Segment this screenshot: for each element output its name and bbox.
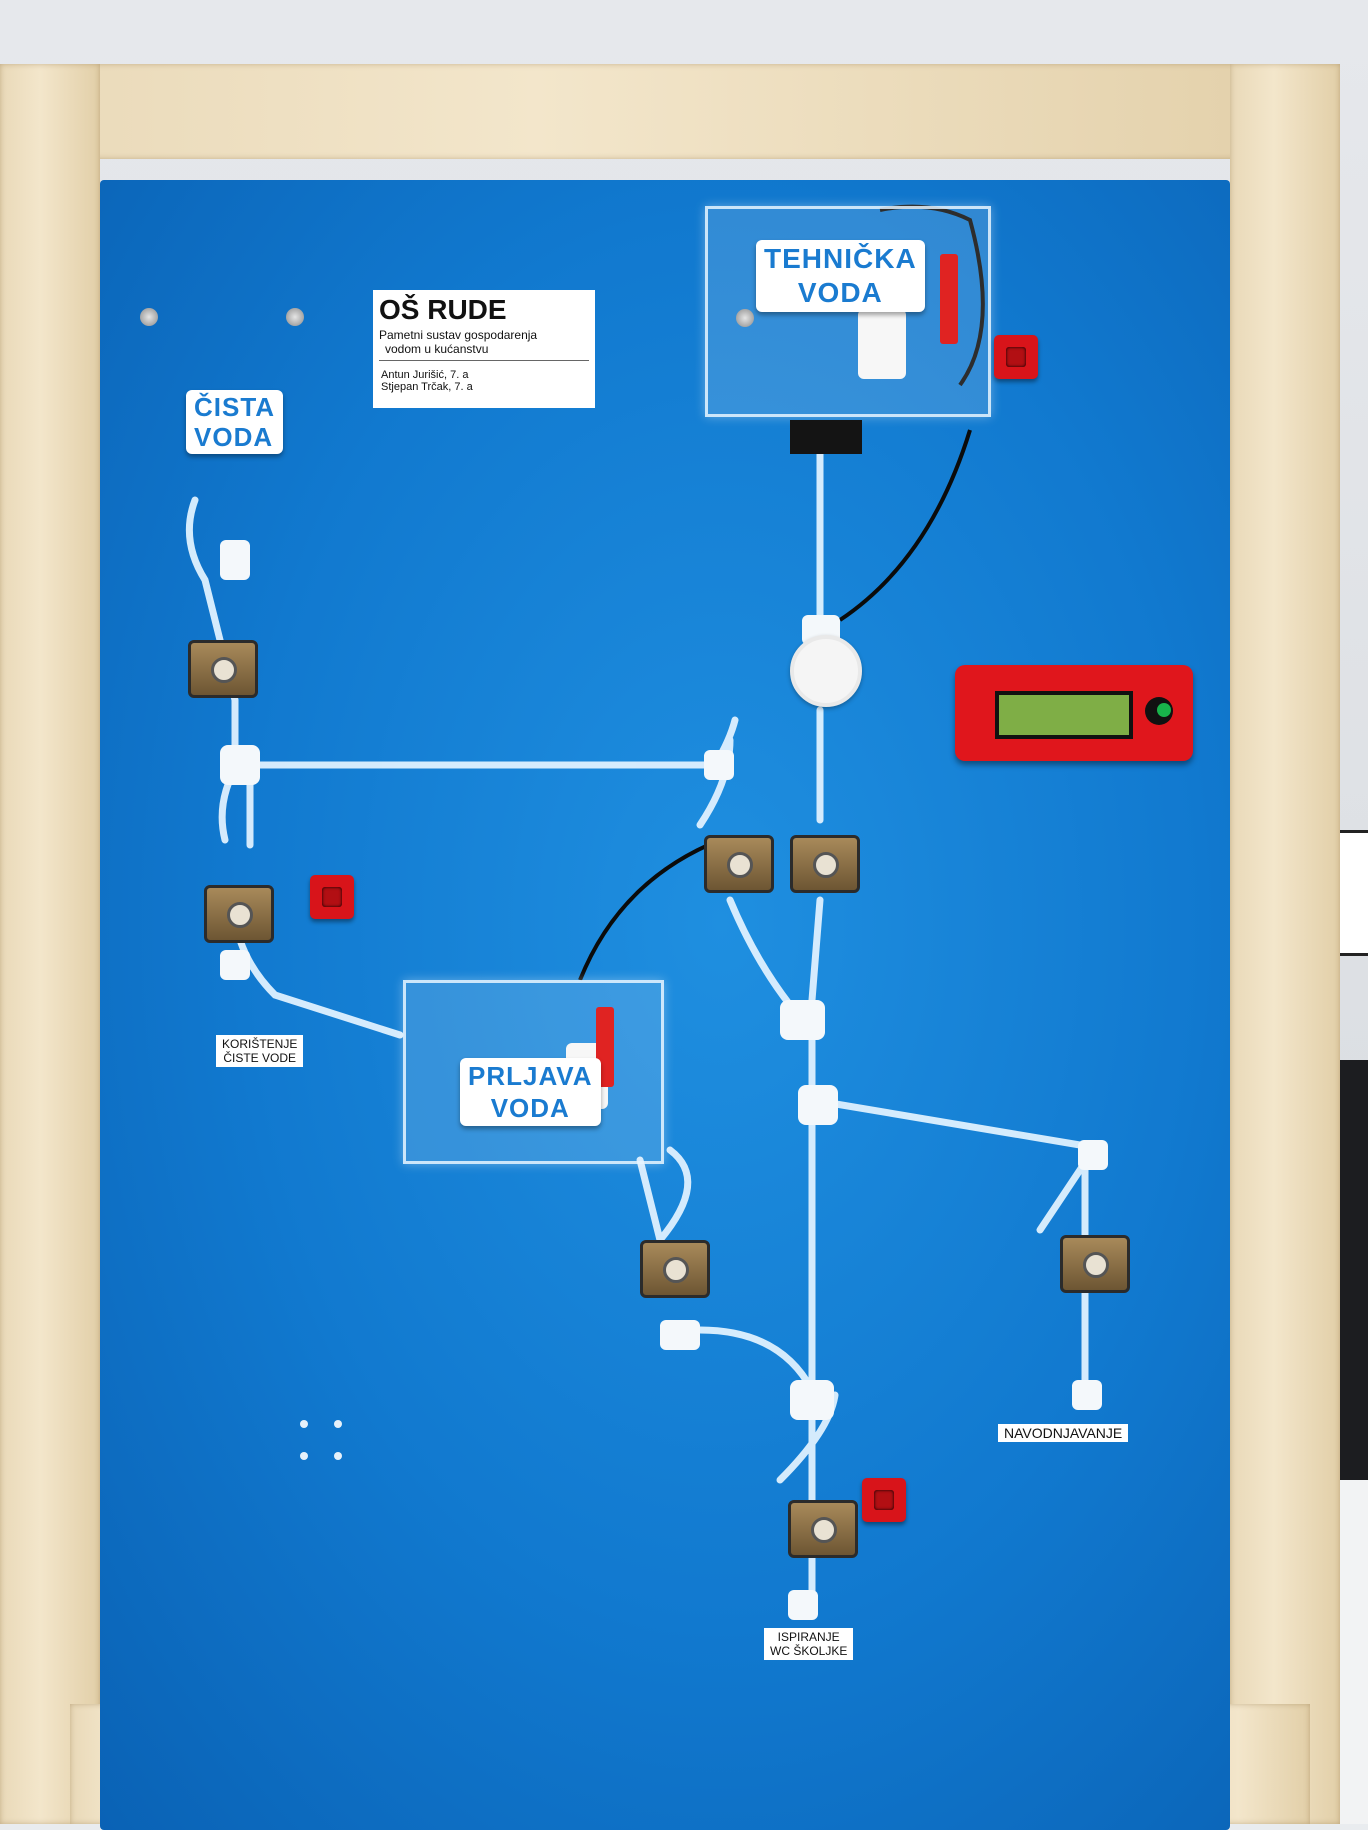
solenoid-valve bbox=[188, 640, 258, 698]
dirty-water-label: PRLJAVA VODA bbox=[460, 1058, 601, 1126]
mount-hole bbox=[334, 1420, 342, 1428]
solenoid-valve bbox=[1060, 1235, 1130, 1293]
float-bracket bbox=[940, 254, 958, 344]
clean-water-label-line-1: ČISTA bbox=[194, 392, 276, 422]
clean-water-label: ČISTA VODA bbox=[186, 390, 284, 454]
technical-water-label-line-2: VODA bbox=[797, 277, 883, 308]
clean-water-use-tag-line-1: KORIŠTENJE bbox=[222, 1037, 298, 1051]
technical-water-label-line-1: TEHNIČKA bbox=[764, 243, 917, 274]
mount-hole bbox=[300, 1452, 308, 1460]
project-subtitle-line-2: vodom u kućanstvu bbox=[379, 342, 589, 361]
lcd-display bbox=[995, 691, 1133, 739]
solenoid-valve bbox=[640, 1240, 710, 1298]
tank-outlet-pump bbox=[790, 420, 862, 454]
blue-panel: OŠ RUDE Pametni sustav gospodarenja vodo… bbox=[100, 180, 1230, 1830]
school-sign: OŠ RUDE Pametni sustav gospodarenja vodo… bbox=[373, 290, 595, 408]
float-bracket bbox=[596, 1007, 614, 1087]
toilet-flush-tag-line-1: ISPIRANJE bbox=[777, 1630, 840, 1644]
irrigation-tag: NAVODNJAVANJE bbox=[998, 1424, 1129, 1442]
knob-indicator bbox=[1157, 703, 1171, 717]
solenoid-valve bbox=[788, 1500, 858, 1558]
screw bbox=[286, 308, 304, 326]
solenoid-valve bbox=[790, 835, 860, 893]
mount-hole bbox=[334, 1452, 342, 1460]
project-subtitle-line-1: Pametni sustav gospodarenja bbox=[379, 328, 538, 342]
screw bbox=[736, 309, 754, 327]
solenoid-valve bbox=[704, 835, 774, 893]
author-1: Antun Jurišić, 7. a bbox=[381, 369, 469, 381]
control-box bbox=[955, 665, 1193, 761]
mount-hole bbox=[300, 1420, 308, 1428]
dirty-water-label-line-2: VODA bbox=[490, 1093, 570, 1123]
school-title: OŠ RUDE bbox=[379, 294, 507, 325]
author-2: Stjepan Trčak, 7. a bbox=[381, 381, 473, 393]
flow-sensor bbox=[790, 635, 862, 707]
red-push-button[interactable] bbox=[994, 335, 1038, 379]
rotary-knob[interactable] bbox=[1145, 697, 1173, 725]
clean-water-label-line-2: VODA bbox=[194, 422, 274, 452]
clean-water-use-tag: KORIŠTENJE ČISTE VODE bbox=[216, 1035, 304, 1067]
toilet-flush-tag: ISPIRANJE WC ŠKOLJKE bbox=[764, 1628, 854, 1660]
clean-water-use-tag-line-2: ČISTE VODE bbox=[223, 1051, 297, 1065]
screw bbox=[140, 308, 158, 326]
red-push-button[interactable] bbox=[310, 875, 354, 919]
irrigation-tag-text: NAVODNJAVANJE bbox=[1004, 1425, 1123, 1441]
float-sensor bbox=[858, 309, 906, 379]
technical-water-label: TEHNIČKA VODA bbox=[756, 240, 925, 312]
solenoid-valve bbox=[204, 885, 274, 943]
dirty-water-label-line-1: PRLJAVA bbox=[468, 1061, 593, 1091]
toilet-flush-tag-line-2: WC ŠKOLJKE bbox=[770, 1644, 848, 1658]
red-push-button[interactable] bbox=[862, 1478, 906, 1522]
